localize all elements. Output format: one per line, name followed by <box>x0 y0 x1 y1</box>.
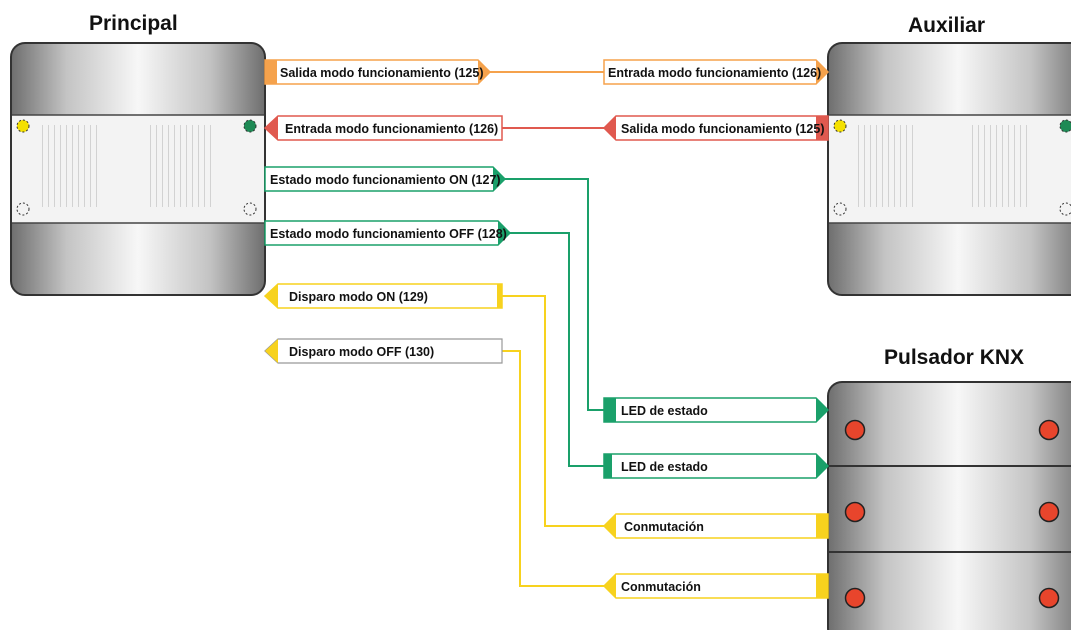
yellow-indicator-icon <box>16 119 30 133</box>
green-indicator-icon <box>1059 119 1071 133</box>
tag-entrada-principal-label: Entrada modo funcionamiento (126) <box>285 122 498 136</box>
tag-entrada-auxiliar-label: Entrada modo funcionamiento (126) <box>608 66 821 80</box>
tag-salida-principal-label: Salida modo funcionamiento (125) <box>280 66 484 80</box>
auxiliar-title: Auxiliar <box>908 14 986 37</box>
led-icon <box>1038 587 1060 609</box>
tag-estado-off[interactable]: Estado modo funcionamiento OFF (128) <box>264 220 512 246</box>
tag-disparo-on-label: Disparo modo ON (129) <box>289 290 428 304</box>
pulsador-title: Pulsador KNX <box>884 346 1025 369</box>
tag-led-1[interactable]: LED de estado <box>603 397 830 423</box>
tag-conmutacion-2-label: Conmutación <box>621 580 701 594</box>
principal-title: Principal <box>89 12 178 35</box>
tag-conmutacion-1-label: Conmutación <box>624 520 704 534</box>
principal-device <box>10 42 266 296</box>
yellow-on-link-line <box>502 295 604 527</box>
tag-estado-off-label: Estado modo funcionamiento OFF (128) <box>270 227 507 241</box>
led-icon <box>844 587 866 609</box>
tag-disparo-off[interactable]: Disparo modo OFF (130) <box>264 338 503 364</box>
tag-entrada-principal[interactable]: Entrada modo funcionamiento (126) <box>263 115 503 141</box>
tag-salida-auxiliar[interactable]: Salida modo funcionamiento (125) <box>602 115 829 141</box>
tag-led-1-label: LED de estado <box>621 404 708 418</box>
tag-salida-auxiliar-label: Salida modo funcionamiento (125) <box>621 122 825 136</box>
tag-estado-on[interactable]: Estado modo funcionamiento ON (127) <box>264 166 507 192</box>
empty-indicator-icon <box>243 202 257 216</box>
tag-salida-principal[interactable]: Salida modo funcionamiento (125) <box>264 59 492 85</box>
auxiliar-device <box>827 42 1071 296</box>
empty-indicator-icon <box>1059 202 1071 216</box>
tag-conmutacion-1[interactable]: Conmutación <box>602 513 829 539</box>
yellow-off-link-line <box>502 350 604 587</box>
tag-disparo-on[interactable]: Disparo modo ON (129) <box>263 283 503 309</box>
empty-indicator-icon <box>833 202 847 216</box>
tag-estado-on-label: Estado modo funcionamiento ON (127) <box>270 173 501 187</box>
yellow-indicator-icon <box>833 119 847 133</box>
tag-led-2[interactable]: LED de estado <box>603 453 830 479</box>
green-on-link-line <box>505 178 604 411</box>
led-icon <box>1038 419 1060 441</box>
tag-conmutacion-2[interactable]: Conmutación <box>602 573 829 599</box>
tag-led-2-label: LED de estado <box>621 460 708 474</box>
led-icon <box>844 419 866 441</box>
green-off-link-line <box>510 232 604 467</box>
led-icon <box>844 501 866 523</box>
pulsador-knx-device <box>827 381 1071 630</box>
green-indicator-icon <box>243 119 257 133</box>
empty-indicator-icon <box>16 202 30 216</box>
led-icon <box>1038 501 1060 523</box>
tag-disparo-off-label: Disparo modo OFF (130) <box>289 345 434 359</box>
tag-entrada-auxiliar[interactable]: Entrada modo funcionamiento (126) <box>603 59 830 85</box>
